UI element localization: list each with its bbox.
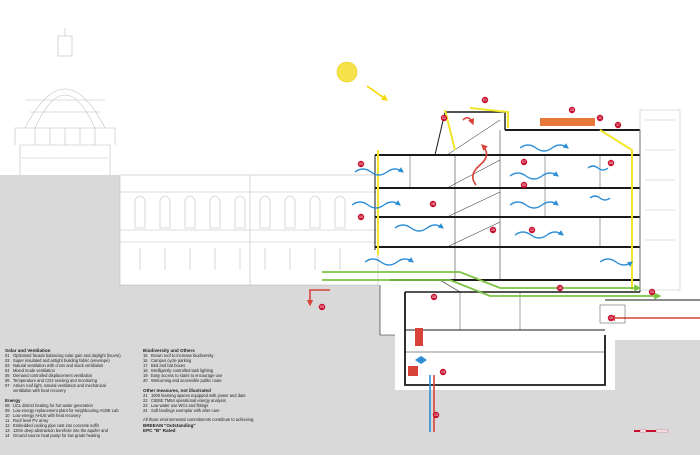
facade-envelope xyxy=(377,107,633,290)
legend-heading-other-measures: Other measures, not illustrated xyxy=(143,387,211,393)
marker-03: 03 xyxy=(357,160,365,168)
svg-text:17: 17 xyxy=(616,123,620,127)
svg-text:15: 15 xyxy=(570,108,574,112)
svg-text:20: 20 xyxy=(650,290,654,294)
fresh-air-route xyxy=(322,271,662,300)
marker-02: 02 xyxy=(440,114,448,122)
marker-13: 13 xyxy=(432,411,440,419)
legend-markers: 01 02 03 04 05 06 07 08 09 10 11 12 13 1… xyxy=(318,96,656,419)
marker-07: 07 xyxy=(520,158,528,166)
svg-text:12: 12 xyxy=(530,228,534,232)
marker-16: 16 xyxy=(556,284,564,292)
right-context xyxy=(639,109,681,291)
svg-text:16: 16 xyxy=(558,286,562,290)
neighbouring-building xyxy=(14,28,116,175)
marker-04: 04 xyxy=(357,213,365,221)
marker-10: 10 xyxy=(607,314,615,322)
svg-text:18: 18 xyxy=(431,202,435,206)
svg-text:04: 04 xyxy=(359,215,363,219)
scale-bar-icon xyxy=(634,429,669,433)
ground-mass xyxy=(0,175,700,455)
pv-array xyxy=(540,118,595,126)
svg-text:01: 01 xyxy=(483,98,487,102)
svg-text:14: 14 xyxy=(441,370,445,374)
closing-statement: All those environmental commitments cont… xyxy=(143,416,255,422)
svg-text:07: 07 xyxy=(522,160,526,164)
svg-text:08: 08 xyxy=(432,295,436,299)
marker-05: 05 xyxy=(520,181,528,189)
legend-item: ventilation with heat recovery xyxy=(13,387,66,393)
marker-12: 12 xyxy=(528,226,536,234)
svg-text:11: 11 xyxy=(598,116,602,120)
marker-08: 08 xyxy=(430,293,438,301)
marker-06: 06 xyxy=(607,159,615,167)
svg-text:02: 02 xyxy=(442,116,446,120)
legend-heading-biodiversity: Biodiversity and Others xyxy=(143,348,195,353)
legend-heading-solar: Solar and Ventilation xyxy=(5,348,51,353)
sun-icon xyxy=(336,61,389,101)
adjacent-facade xyxy=(119,174,379,286)
marker-15: 15 xyxy=(568,106,576,114)
legend-heading-energy: Energy xyxy=(5,397,21,403)
svg-text:09: 09 xyxy=(320,305,324,309)
marker-01: 01 xyxy=(481,96,489,104)
marker-20: 20 xyxy=(648,288,656,296)
marker-18: 18 xyxy=(429,200,437,208)
marker-17: 17 xyxy=(614,121,622,129)
cool-air-flows xyxy=(351,143,633,267)
svg-text:03: 03 xyxy=(359,162,363,166)
svg-text:19: 19 xyxy=(491,228,495,232)
marker-19: 19 xyxy=(489,226,497,234)
plant-equipment xyxy=(408,304,626,432)
svg-text:10: 10 xyxy=(609,316,613,320)
svg-text:13: 13 xyxy=(434,413,438,417)
svg-text:05: 05 xyxy=(522,183,526,187)
marker-14: 14 xyxy=(439,368,447,376)
marker-11: 11 xyxy=(596,114,604,122)
breeam-rating: BREEAM "Outstanding" xyxy=(143,422,196,428)
excavation-void xyxy=(405,292,700,385)
svg-text:06: 06 xyxy=(609,161,613,165)
marker-09: 09 xyxy=(318,303,326,311)
epc-rating: EPC "B" Rated xyxy=(143,428,176,434)
